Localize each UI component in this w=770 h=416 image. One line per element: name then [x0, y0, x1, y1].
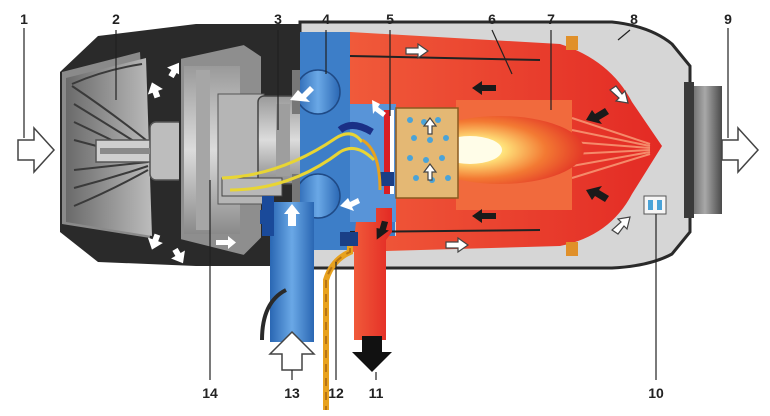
label-12: 12 — [328, 385, 344, 401]
fresh-air-inlet-arrow — [17, 126, 56, 174]
label-13: 13 — [284, 385, 300, 401]
label-1: 1 — [20, 11, 28, 27]
leader-lines — [23, 28, 729, 380]
control-unit — [221, 95, 311, 197]
hot-gas-arrows — [376, 81, 609, 240]
fan-impeller — [66, 58, 185, 236]
label-11: 11 — [368, 385, 384, 401]
mount-marker-top — [566, 36, 578, 50]
label-5: 5 — [386, 11, 394, 27]
electric-motor — [179, 42, 265, 258]
overheat-sensor — [643, 195, 667, 215]
label-3: 3 — [274, 11, 282, 27]
label-14: 14 — [202, 385, 218, 401]
wiring — [221, 122, 382, 192]
fresh-air-arrows — [405, 42, 631, 254]
intake-air-arrows — [216, 86, 386, 249]
combustion-air-inlet-pipe — [260, 196, 314, 342]
fan-airflow-arrows — [147, 62, 185, 264]
label-2: 2 — [112, 11, 120, 27]
label-4: 4 — [322, 11, 330, 27]
label-10: 10 — [648, 385, 664, 401]
hot-air-outlet-arrow — [721, 126, 760, 174]
label-7: 7 — [547, 11, 555, 27]
exhaust-outlet-pipe — [354, 208, 392, 340]
power-cable — [260, 288, 287, 341]
label-6: 6 — [488, 11, 496, 27]
label-9: 9 — [724, 11, 732, 27]
mount-marker-bottom — [566, 242, 578, 256]
exhaust-out-arrow — [352, 336, 392, 372]
label-8: 8 — [630, 11, 638, 27]
fuel-line — [323, 232, 358, 410]
combustion-air-in-arrow — [268, 330, 316, 371]
glow-pin — [380, 110, 394, 194]
